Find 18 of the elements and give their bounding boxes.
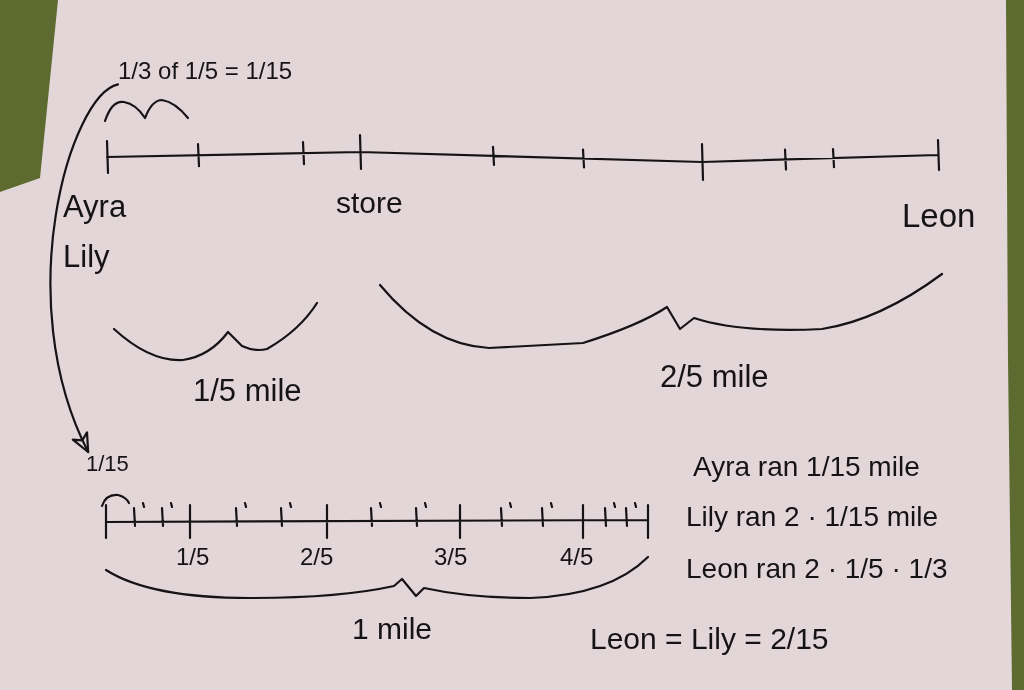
equation-text: Leon ran 2 · 1/5 · 1/3 <box>686 554 948 585</box>
tick-label: 1/5 <box>176 544 210 571</box>
point-label: store <box>336 186 403 219</box>
equation-text: Leon = Lily = 2/15 <box>590 622 829 655</box>
point-label: Ayra <box>63 190 127 225</box>
equation-text: Ayra ran 1/15 mile <box>693 452 920 483</box>
equation-text: Lily ran 2 · 1/15 mile <box>686 502 939 533</box>
distance-label: 1 mile <box>352 612 433 645</box>
point-label: Lily <box>63 240 110 275</box>
curved-arrow <box>49 83 120 454</box>
point-label: Leon <box>902 198 976 235</box>
distance-label: 1/5 mile <box>193 374 302 409</box>
tick-label: 4/5 <box>560 544 594 571</box>
equation-text: 1/3 of 1/5 = 1/15 <box>118 58 293 85</box>
tick-label: 3/5 <box>434 544 468 571</box>
fraction-label: 1/15 <box>86 452 129 477</box>
tick-label: 2/5 <box>300 544 334 571</box>
distance-label: 2/5 mile <box>660 360 769 395</box>
